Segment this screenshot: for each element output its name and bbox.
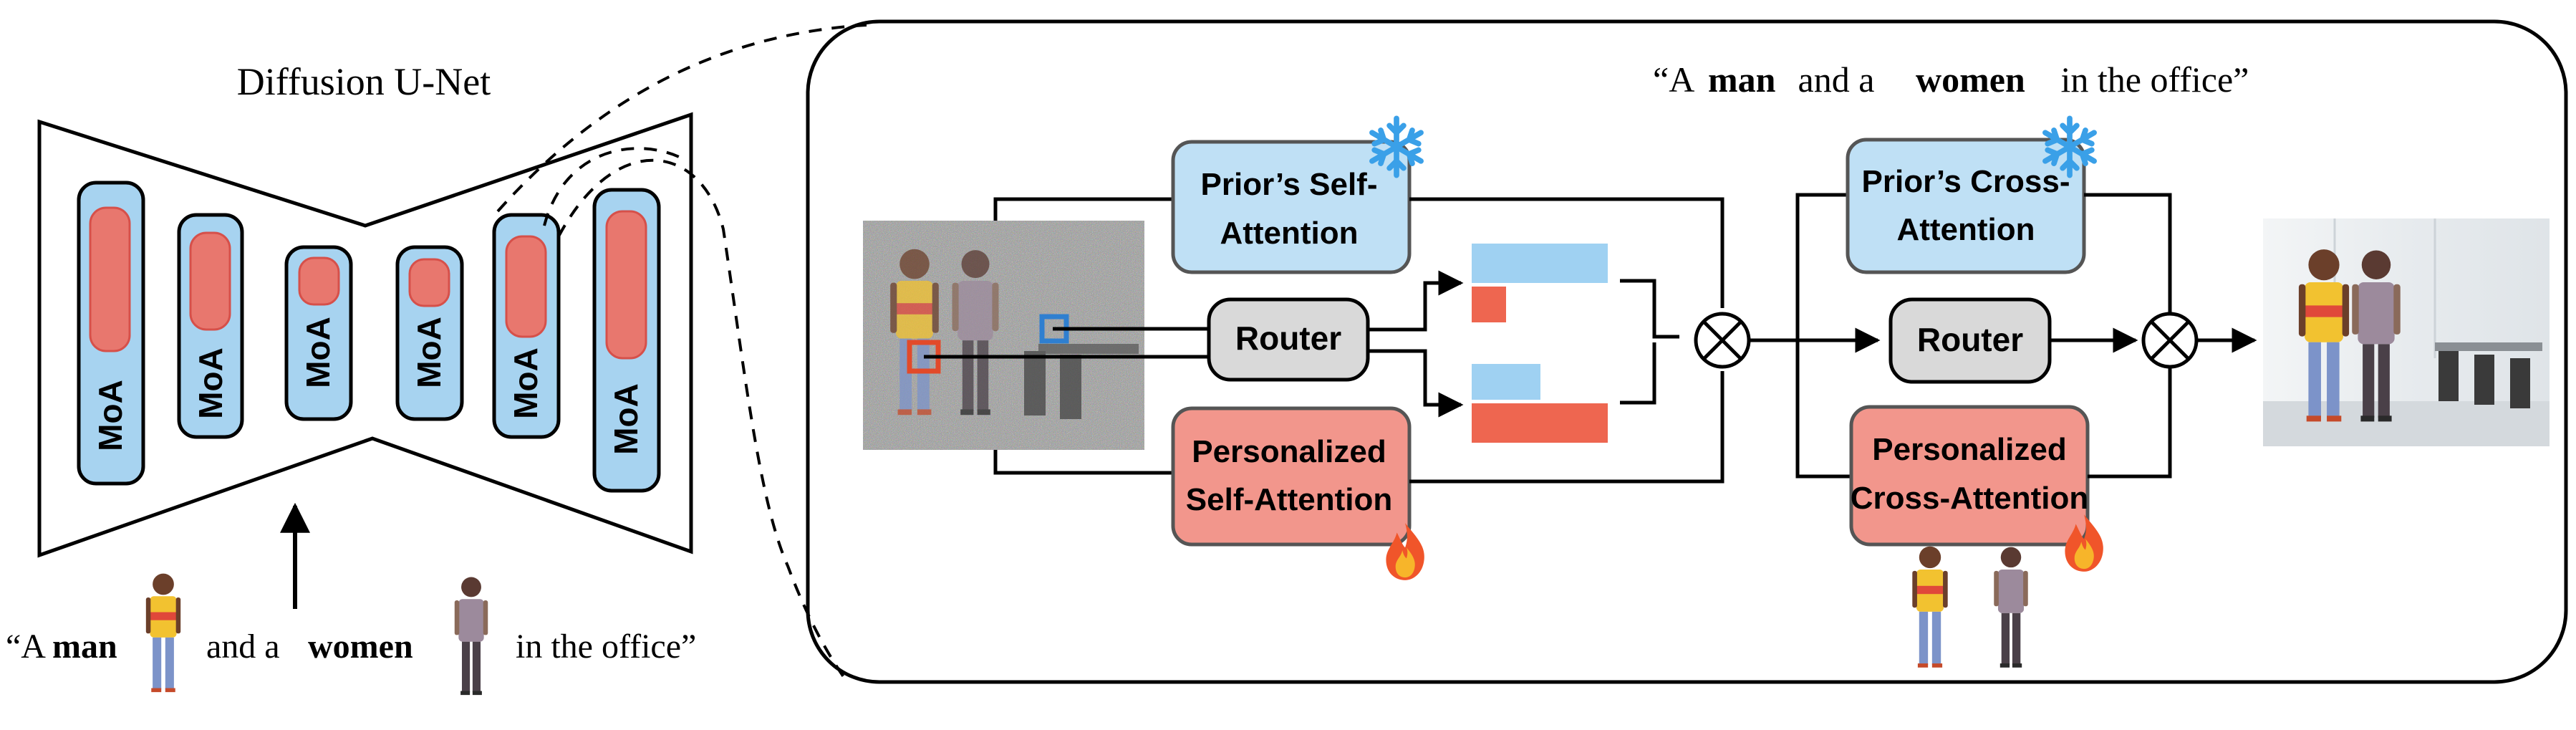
woman-token-icon (1994, 547, 2028, 668)
weights-merge-connector (1620, 279, 1679, 339)
moa-block: MoA (177, 213, 244, 439)
svg-text:Self-Attention: Self-Attention (1186, 482, 1392, 517)
mixture-weights-token-2 (1472, 364, 1608, 443)
svg-text:Router: Router (1917, 321, 2023, 358)
unet-prompt-rest: in the office” (516, 628, 696, 666)
router-2-box: Router (1888, 297, 2052, 384)
multiply-node-2 (2141, 312, 2199, 369)
svg-text:MoA: MoA (507, 347, 544, 419)
svg-text:Prior’s Cross-: Prior’s Cross- (1862, 164, 2070, 199)
svg-text:Cross-Attention: Cross-Attention (1851, 481, 2088, 516)
unet-prompt-open: “A (6, 628, 52, 666)
multiply-node-1 (1694, 312, 1751, 369)
svg-text:MoA: MoA (192, 347, 229, 419)
prior-self-attention-box: Prior’s Self- Attention (1171, 140, 1412, 274)
personalized-self-attention-box: Personalized Self-Attention (1171, 406, 1412, 547)
prior-cross-attention-output (2084, 193, 2172, 313)
svg-text:MoA: MoA (299, 317, 337, 388)
unet-prompt-man: man (52, 628, 117, 666)
svg-text:Personalized: Personalized (1192, 434, 1386, 469)
svg-text:and a: and a (1789, 59, 1883, 100)
cross-attn-top-connector (1795, 193, 1855, 340)
router-to-weights-arrow (1368, 270, 1464, 332)
generated-output-image (2263, 218, 2550, 446)
svg-text:“A: “A (1653, 59, 1702, 100)
man-character-icon (145, 573, 181, 693)
svg-text:MoA: MoA (410, 317, 448, 388)
router-1-box: Router (1207, 297, 1370, 382)
svg-text:in the office”: in the office” (2052, 59, 2249, 100)
svg-text:Personalized: Personalized (1872, 432, 2066, 467)
prior-cross-attention-box: Prior’s Cross- Attention (1846, 138, 2086, 274)
moa-block: MoA (284, 245, 353, 421)
weights-merge-connector (1620, 342, 1656, 405)
moa-block: MoA (395, 245, 464, 421)
svg-text:women: women (1916, 59, 2025, 100)
svg-text:MoA: MoA (92, 380, 129, 451)
moa-module-panel (806, 19, 2568, 684)
mixture-weights-token-1 (1472, 244, 1608, 322)
man-token-icon (1912, 546, 1948, 668)
svg-text:Prior’s Self-: Prior’s Self- (1201, 167, 1378, 202)
svg-text:Attention: Attention (1220, 216, 1358, 251)
svg-text:man: man (1708, 59, 1776, 100)
unet-prompt-and-a: and a (206, 628, 289, 666)
moa-block: MoA (592, 188, 661, 493)
moa-prompt: “A man and a women in the office” (1653, 59, 2249, 100)
personalized-self-attention-output (1409, 371, 1724, 484)
svg-text:MoA: MoA (607, 383, 645, 455)
unet-prompt-women: women (308, 628, 413, 666)
prior-self-attention-output (1409, 197, 1724, 308)
moa-block: MoA (492, 213, 561, 439)
cross-attn-bottom-connector (1795, 340, 1855, 479)
self-attn-top-connector (993, 197, 1182, 221)
personalized-cross-attention-box: Personalized Cross-Attention (1849, 405, 2090, 547)
personalized-cross-attention-output (2088, 368, 2172, 479)
svg-text:Router: Router (1235, 320, 1341, 357)
woman-character-icon (454, 577, 488, 696)
unet-title: Diffusion U-Net (237, 60, 491, 103)
self-attn-bottom-connector (993, 450, 1182, 475)
svg-text:Attention: Attention (1896, 212, 2035, 247)
moa-block: MoA (77, 181, 145, 486)
noisy-input-image (863, 221, 1144, 450)
unet-hourglass-outline (37, 112, 693, 558)
router-to-weights-arrow (1368, 349, 1464, 418)
